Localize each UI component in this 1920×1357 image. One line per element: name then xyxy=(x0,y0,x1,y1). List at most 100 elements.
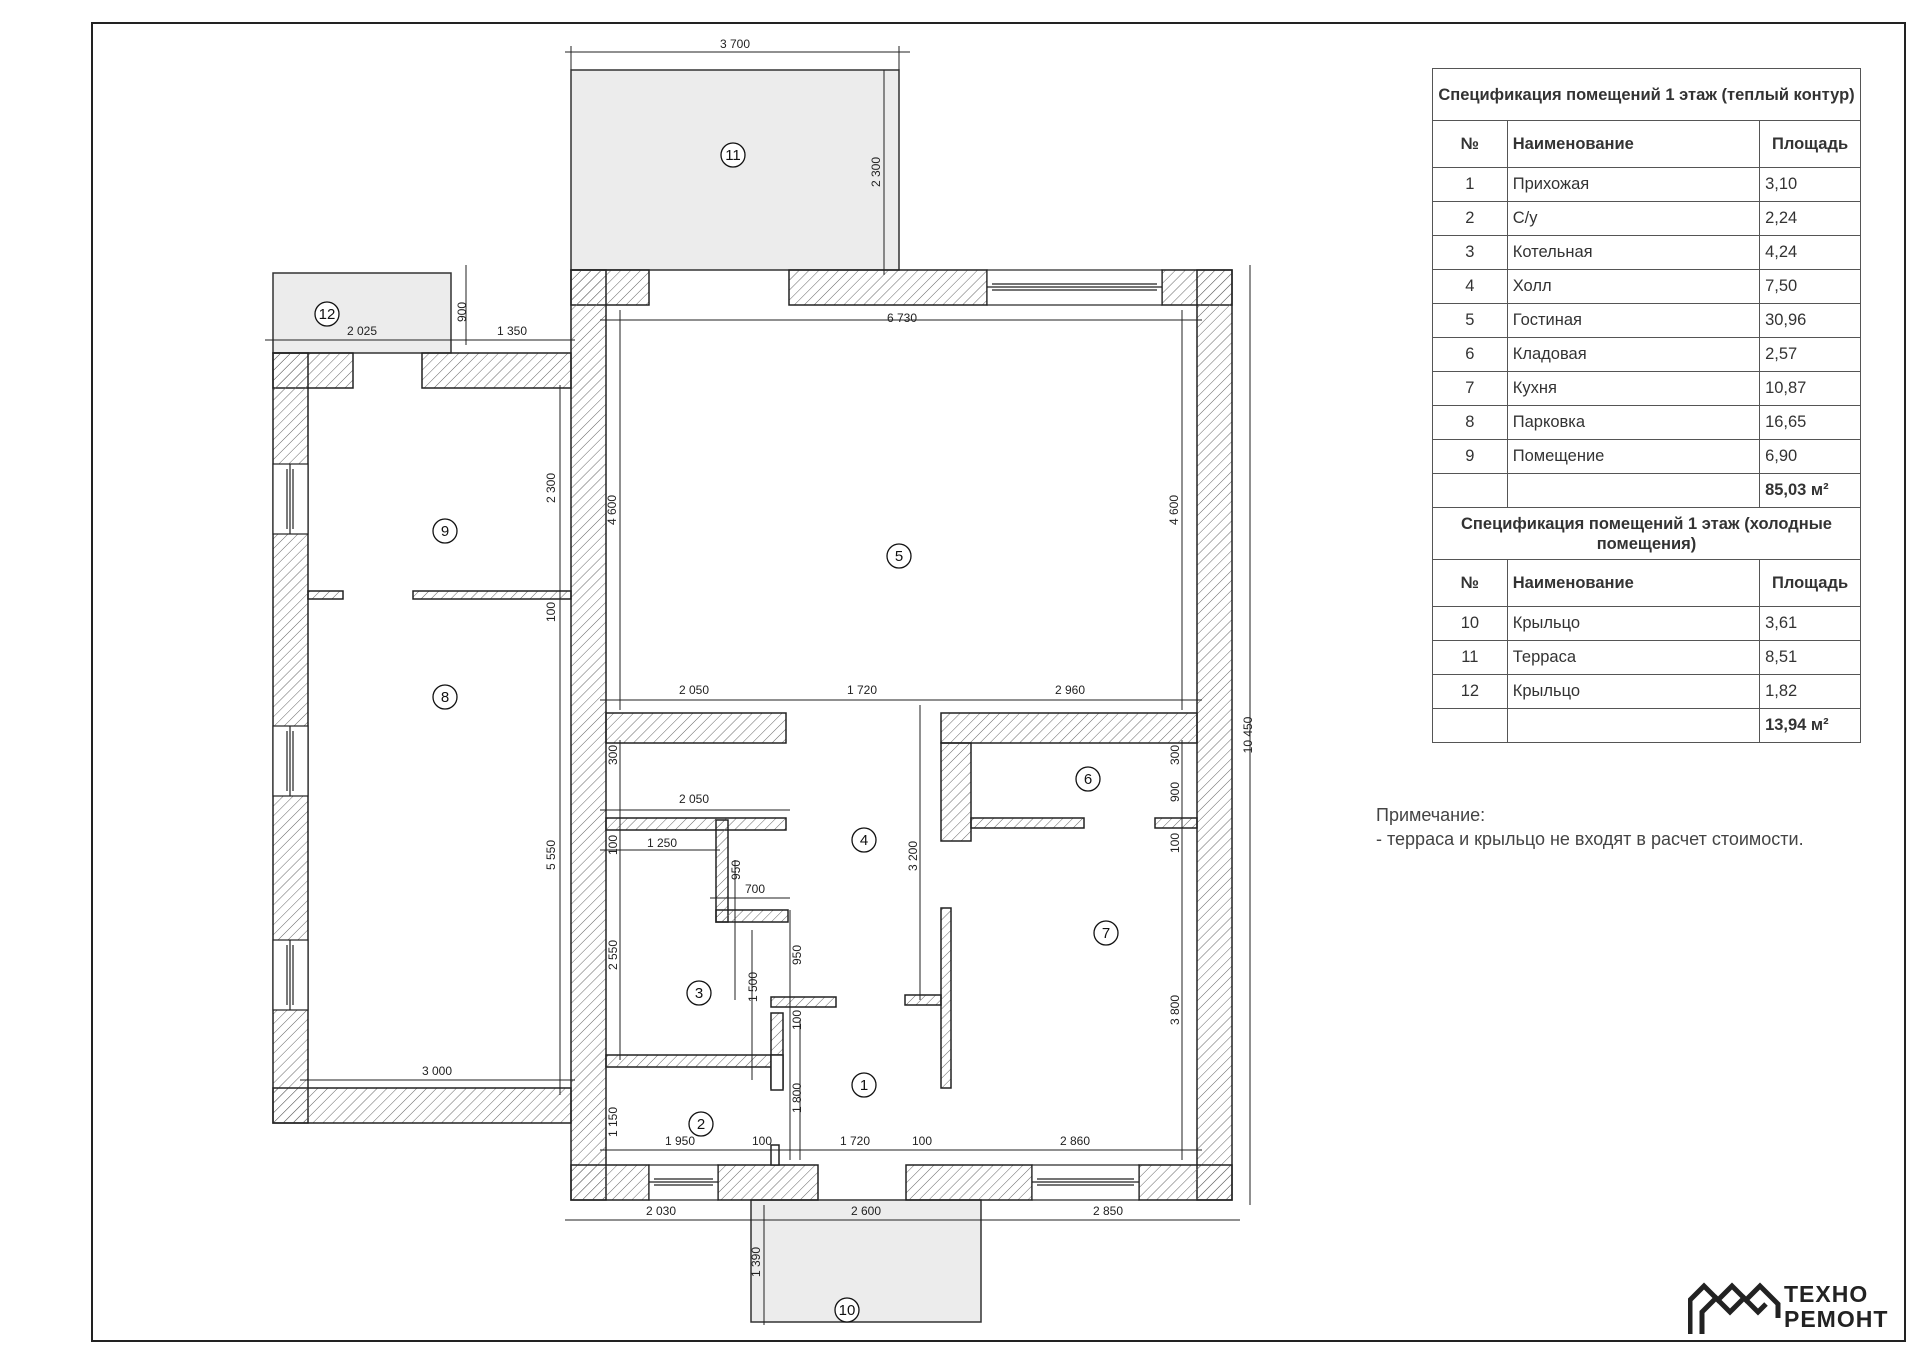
note-text: - терраса и крыльцо не входят в расчет с… xyxy=(1376,829,1804,849)
dim-label: 6 730 xyxy=(887,311,917,325)
dim-label: 300 xyxy=(606,745,620,765)
dim-label: 100 xyxy=(790,1010,804,1030)
room-number-1: 1 xyxy=(860,1077,868,1094)
room-marker xyxy=(720,142,746,168)
dim-label: 100 xyxy=(912,1134,932,1148)
dim-label: 1 350 xyxy=(497,324,527,338)
room-number-3: 3 xyxy=(695,985,703,1002)
total-row: 13,94 м² xyxy=(1432,708,1861,743)
total-area: 13,94 м² xyxy=(1759,708,1861,743)
windows xyxy=(272,269,1163,1201)
room-marker xyxy=(1075,766,1101,792)
dim-label: 2 550 xyxy=(606,940,620,970)
room-marker xyxy=(688,1111,714,1137)
note-title: Примечание: xyxy=(1376,805,1486,825)
dim-label: 2 030 xyxy=(646,1204,676,1218)
col-name-header: Наименование xyxy=(1506,120,1761,168)
dim-label: 900 xyxy=(455,302,469,322)
dim-label: 2 860 xyxy=(1060,1134,1090,1148)
dim-label: 1 500 xyxy=(746,972,760,1002)
porch-10-area xyxy=(750,1199,982,1323)
dim-label: 2 025 xyxy=(347,324,377,338)
porch-12-area xyxy=(272,272,452,354)
dim-label: 100 xyxy=(544,602,558,622)
col-num-header: № xyxy=(1432,120,1508,168)
dim-label: 950 xyxy=(790,945,804,965)
room-number-7: 7 xyxy=(1102,925,1110,942)
room-number-8: 8 xyxy=(441,689,449,706)
dim-label: 1 720 xyxy=(847,683,877,697)
dim-label: 2 960 xyxy=(1055,683,1085,697)
dimension-labels: 3 700 2 300 2 025 900 1 350 6 730 4 600 … xyxy=(347,37,1255,1277)
dim-label: 950 xyxy=(729,860,743,880)
total-row: 85,03 м² xyxy=(1432,473,1861,508)
dim-label: 2 050 xyxy=(679,792,709,806)
col-name-header: Наименование xyxy=(1506,559,1761,607)
dim-label: 5 550 xyxy=(544,840,558,870)
dim-label: 1 720 xyxy=(840,1134,870,1148)
col-num-header: № xyxy=(1432,559,1508,607)
room-number-4: 4 xyxy=(860,832,868,849)
room-numbers: 1 2 3 4 5 6 7 8 9 10 11 12 xyxy=(319,147,1111,1319)
dim-label: 100 xyxy=(752,1134,772,1148)
room-marker xyxy=(851,827,877,853)
logo-line-2: РЕМОНТ xyxy=(1784,1306,1889,1332)
dim-label: 2 300 xyxy=(869,157,883,187)
note: Примечание: - терраса и крыльцо не входя… xyxy=(1376,803,1804,851)
room-marker xyxy=(432,684,458,710)
room-marker xyxy=(851,1072,877,1098)
dim-label: 1 950 xyxy=(665,1134,695,1148)
dimension-lines xyxy=(265,46,1251,1325)
room-marker xyxy=(432,518,458,544)
room-number-11: 11 xyxy=(725,147,741,164)
dim-label: 2 050 xyxy=(679,683,709,697)
dim-label: 100 xyxy=(1168,833,1182,853)
room-marker xyxy=(886,543,912,569)
logo-line-1: ТЕХНО xyxy=(1784,1281,1869,1307)
dim-label: 2 300 xyxy=(544,473,558,503)
dim-label: 3 200 xyxy=(906,841,920,871)
dim-label: 3 700 xyxy=(720,37,750,51)
dim-label: 1 800 xyxy=(790,1083,804,1113)
dim-label: 1 390 xyxy=(749,1247,763,1277)
dim-label: 4 600 xyxy=(605,495,619,525)
dim-label: 100 xyxy=(606,835,620,855)
sheet-frame xyxy=(91,22,1906,1342)
dim-label: 3 000 xyxy=(422,1064,452,1078)
terrace-area xyxy=(570,69,900,271)
col-area-header: Площадь xyxy=(1759,120,1861,168)
room-number-6: 6 xyxy=(1084,771,1092,788)
total-area: 85,03 м² xyxy=(1759,473,1861,508)
company-logo-text: ТЕХНО РЕМОНТ xyxy=(1784,1282,1888,1332)
room-marker xyxy=(314,301,340,327)
spec-warm-title: Спецификация помещений 1 этаж (теплый ко… xyxy=(1432,68,1861,121)
dim-label: 900 xyxy=(1168,782,1182,802)
dim-label: 2 850 xyxy=(1093,1204,1123,1218)
spec-cold-title: Спецификация помещений 1 этаж (холодные … xyxy=(1432,507,1861,560)
dim-label: 3 800 xyxy=(1168,995,1182,1025)
room-number-9: 9 xyxy=(441,523,449,540)
room-number-12: 12 xyxy=(319,306,336,323)
room-marker xyxy=(1093,920,1119,946)
room-markers xyxy=(314,142,1119,1323)
company-logo-icon xyxy=(1688,1282,1781,1334)
dim-label: 4 600 xyxy=(1167,495,1181,525)
col-area-header: Площадь xyxy=(1759,559,1861,607)
room-marker xyxy=(686,980,712,1006)
dim-label: 700 xyxy=(745,882,765,896)
dim-label: 1 150 xyxy=(606,1107,620,1137)
dim-label: 10 450 xyxy=(1241,716,1255,753)
room-number-5: 5 xyxy=(895,548,903,565)
room-marker xyxy=(834,1297,860,1323)
room-number-10: 10 xyxy=(839,1302,856,1319)
